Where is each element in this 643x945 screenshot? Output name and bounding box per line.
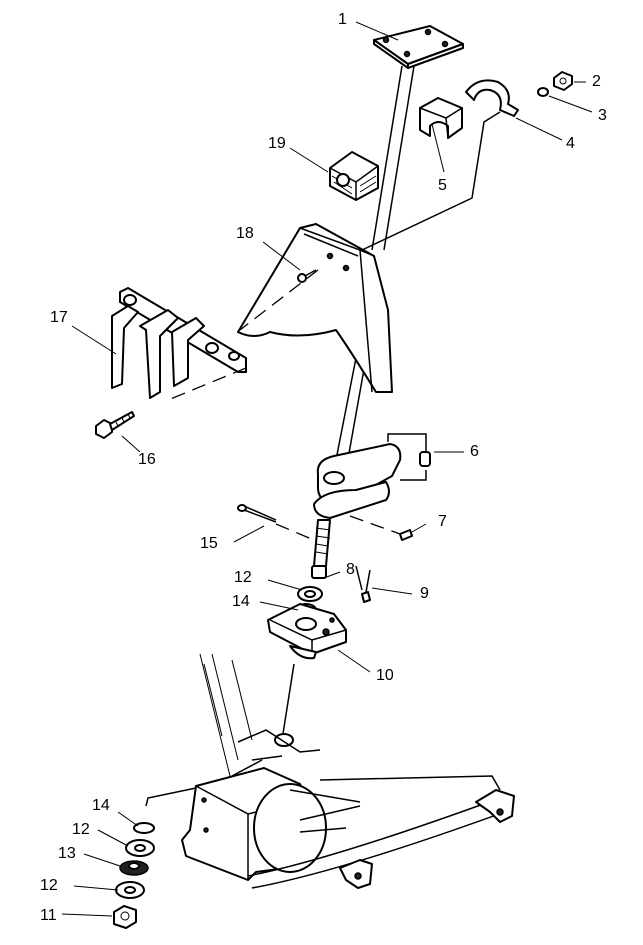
callout-15: 15: [200, 535, 218, 552]
callout-14a: 14: [232, 593, 250, 610]
callout-10: 10: [376, 667, 394, 684]
lower-shaft: [311, 519, 331, 579]
callout-4: 4: [566, 135, 575, 152]
castle-nut: [113, 905, 137, 929]
washer-upper: [297, 586, 323, 602]
pin: [399, 529, 413, 541]
bushing-halves: [419, 97, 463, 139]
callout-11: 11: [40, 907, 57, 924]
callout-12a: 12: [234, 569, 252, 586]
console-panel: [237, 223, 393, 393]
pivot-pin: [361, 569, 371, 603]
callout-16: 16: [138, 451, 156, 468]
callout-12c: 12: [40, 877, 58, 894]
callout-5: 5: [438, 177, 447, 194]
assembly-lines: [167, 111, 501, 741]
callout-17: 17: [50, 309, 68, 326]
callout-18: 18: [236, 225, 254, 242]
callout-14b: 14: [92, 797, 110, 814]
leader-lines: [61, 21, 593, 917]
callout-1: 1: [338, 11, 347, 28]
strap-clamp: [465, 79, 519, 117]
cotter-pin: [237, 504, 277, 523]
callout-6: 6: [470, 443, 479, 460]
washer-lower-2: [115, 881, 145, 899]
bushing-ring-lower: [133, 822, 155, 834]
bushing-block: [329, 151, 379, 201]
pitman-arm: [313, 433, 431, 519]
spring-washer: [119, 860, 149, 876]
callout-3: 3: [598, 107, 607, 124]
nut: [553, 71, 573, 91]
callout-2: 2: [592, 73, 601, 90]
handlebar-mount-plate: [373, 25, 464, 69]
screw: [297, 269, 317, 283]
callout-19: 19: [268, 135, 286, 152]
washer: [537, 87, 549, 97]
callout-13: 13: [58, 845, 76, 862]
lower-frame: [145, 653, 515, 889]
callout-8: 8: [346, 561, 355, 578]
callout-12b: 12: [72, 821, 90, 838]
steering-post: [333, 65, 415, 471]
bolt: [95, 411, 135, 439]
callout-9: 9: [420, 585, 429, 602]
washer-lower-1: [125, 839, 155, 857]
bracket: [111, 287, 247, 399]
callout-7: 7: [438, 513, 447, 530]
steering-block: [267, 603, 347, 660]
